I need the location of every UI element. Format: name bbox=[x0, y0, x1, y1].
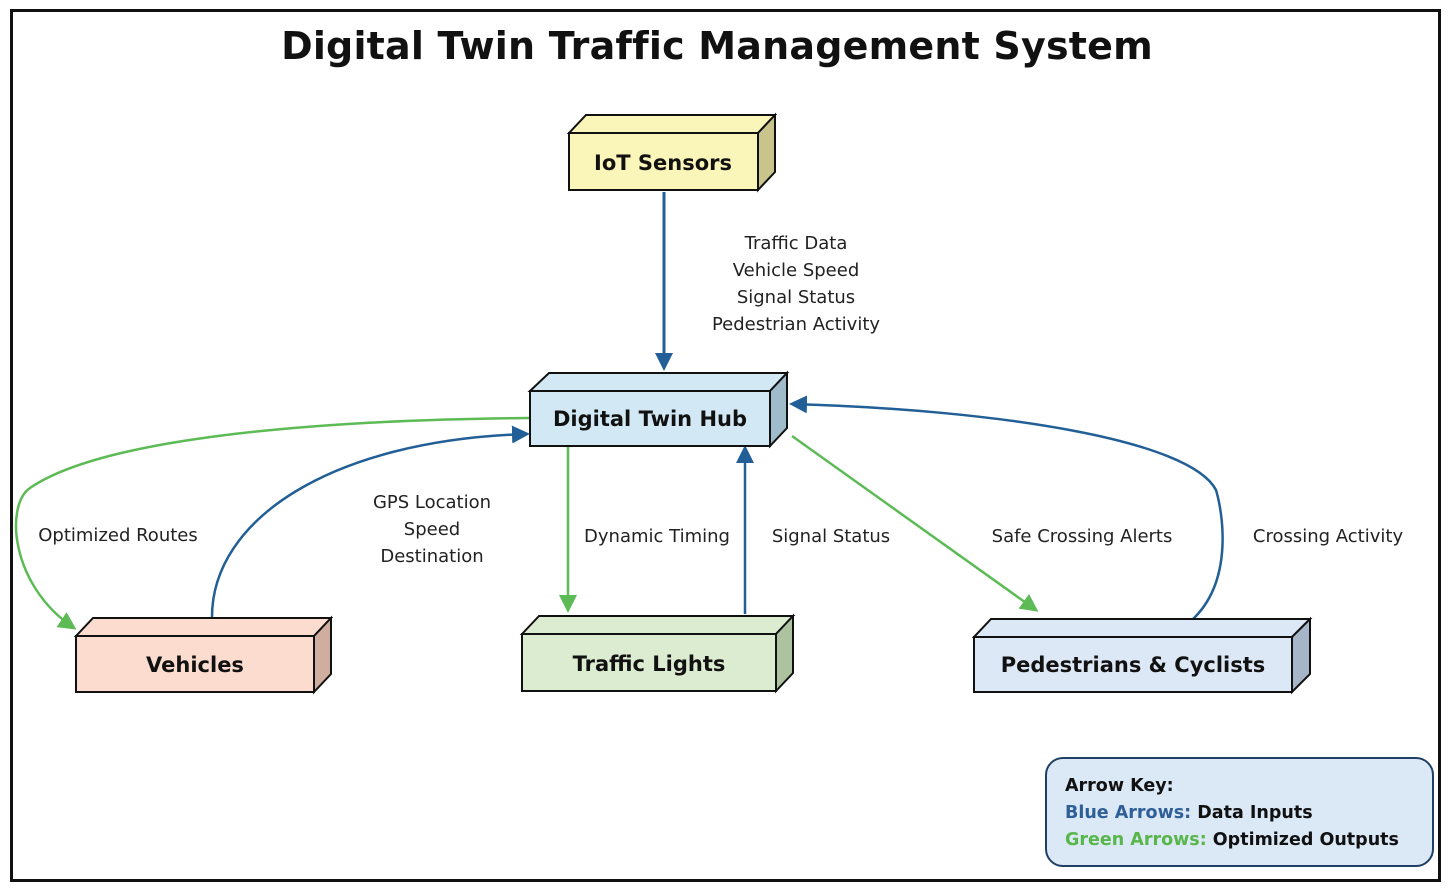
label-iot-signal-status: Signal Status bbox=[737, 287, 855, 308]
edge-hub-to-peds bbox=[791, 434, 1039, 612]
node-peds-label: Pedestrians & Cyclists bbox=[1001, 653, 1266, 677]
label-gps-location: GPS Location bbox=[373, 492, 491, 513]
node-iot-sensors: IoT Sensors bbox=[566, 112, 778, 193]
node-vehicles: Vehicles bbox=[73, 615, 334, 695]
node-lights-top bbox=[519, 615, 796, 635]
node-traffic-lights: Traffic Lights bbox=[519, 613, 796, 694]
edge-hub-to-vehicles bbox=[14, 416, 531, 630]
node-digital-twin-hub: Digital Twin Hub bbox=[527, 370, 790, 449]
node-hub-label: Digital Twin Hub bbox=[553, 407, 747, 431]
node-iot-top bbox=[566, 114, 778, 134]
node-iot-label: IoT Sensors bbox=[594, 151, 732, 175]
label-speed: Speed bbox=[404, 519, 460, 540]
legend-green-key: Green Arrows: bbox=[1065, 830, 1207, 850]
label-iot-vehicle-speed: Vehicle Speed bbox=[733, 260, 860, 281]
node-vehicles-label: Vehicles bbox=[146, 653, 244, 677]
label-iot-traffic-data: Traffic Data bbox=[744, 233, 848, 254]
node-peds-top bbox=[971, 618, 1313, 638]
legend-green-value: Optimized Outputs bbox=[1212, 830, 1399, 850]
node-hub-face bbox=[529, 390, 771, 447]
node-lights-face bbox=[521, 633, 777, 692]
node-vehicles-top bbox=[73, 617, 334, 637]
label-signal-status: Signal Status bbox=[772, 526, 890, 547]
node-peds-face bbox=[973, 636, 1293, 693]
legend-heading: Arrow Key: bbox=[1065, 776, 1174, 796]
edge-vehicles-to-hub bbox=[210, 425, 530, 618]
label-dynamic-timing: Dynamic Timing bbox=[584, 526, 730, 547]
legend-blue-key: Blue Arrows: bbox=[1065, 803, 1192, 823]
label-crossing-activity: Crossing Activity bbox=[1253, 526, 1404, 547]
node-hub-top bbox=[527, 372, 790, 392]
legend-blue-row: Blue Arrows: Data Inputs bbox=[1065, 800, 1432, 827]
edges bbox=[14, 192, 1224, 630]
label-optimized-routes: Optimized Routes bbox=[38, 525, 198, 546]
node-vehicles-face bbox=[75, 635, 315, 693]
label-iot-pedestrian-activity: Pedestrian Activity bbox=[712, 314, 880, 335]
legend-blue-value: Data Inputs bbox=[1197, 803, 1313, 823]
node-pedestrians-cyclists: Pedestrians & Cyclists bbox=[971, 616, 1313, 695]
edge-labels: Traffic Data Vehicle Speed Signal Status… bbox=[38, 233, 1403, 567]
node-iot-face bbox=[568, 132, 759, 191]
node-lights-label: Traffic Lights bbox=[573, 652, 726, 676]
label-destination: Destination bbox=[380, 546, 483, 567]
arrow-key-legend: Arrow Key: Blue Arrows: Data Inputs Gree… bbox=[1045, 757, 1434, 867]
edge-peds-to-hub bbox=[789, 395, 1224, 621]
diagram-title: Digital Twin Traffic Management System bbox=[281, 24, 1153, 68]
label-safe-crossing-alerts: Safe Crossing Alerts bbox=[992, 526, 1173, 547]
legend-green-row: Green Arrows: Optimized Outputs bbox=[1065, 827, 1432, 854]
